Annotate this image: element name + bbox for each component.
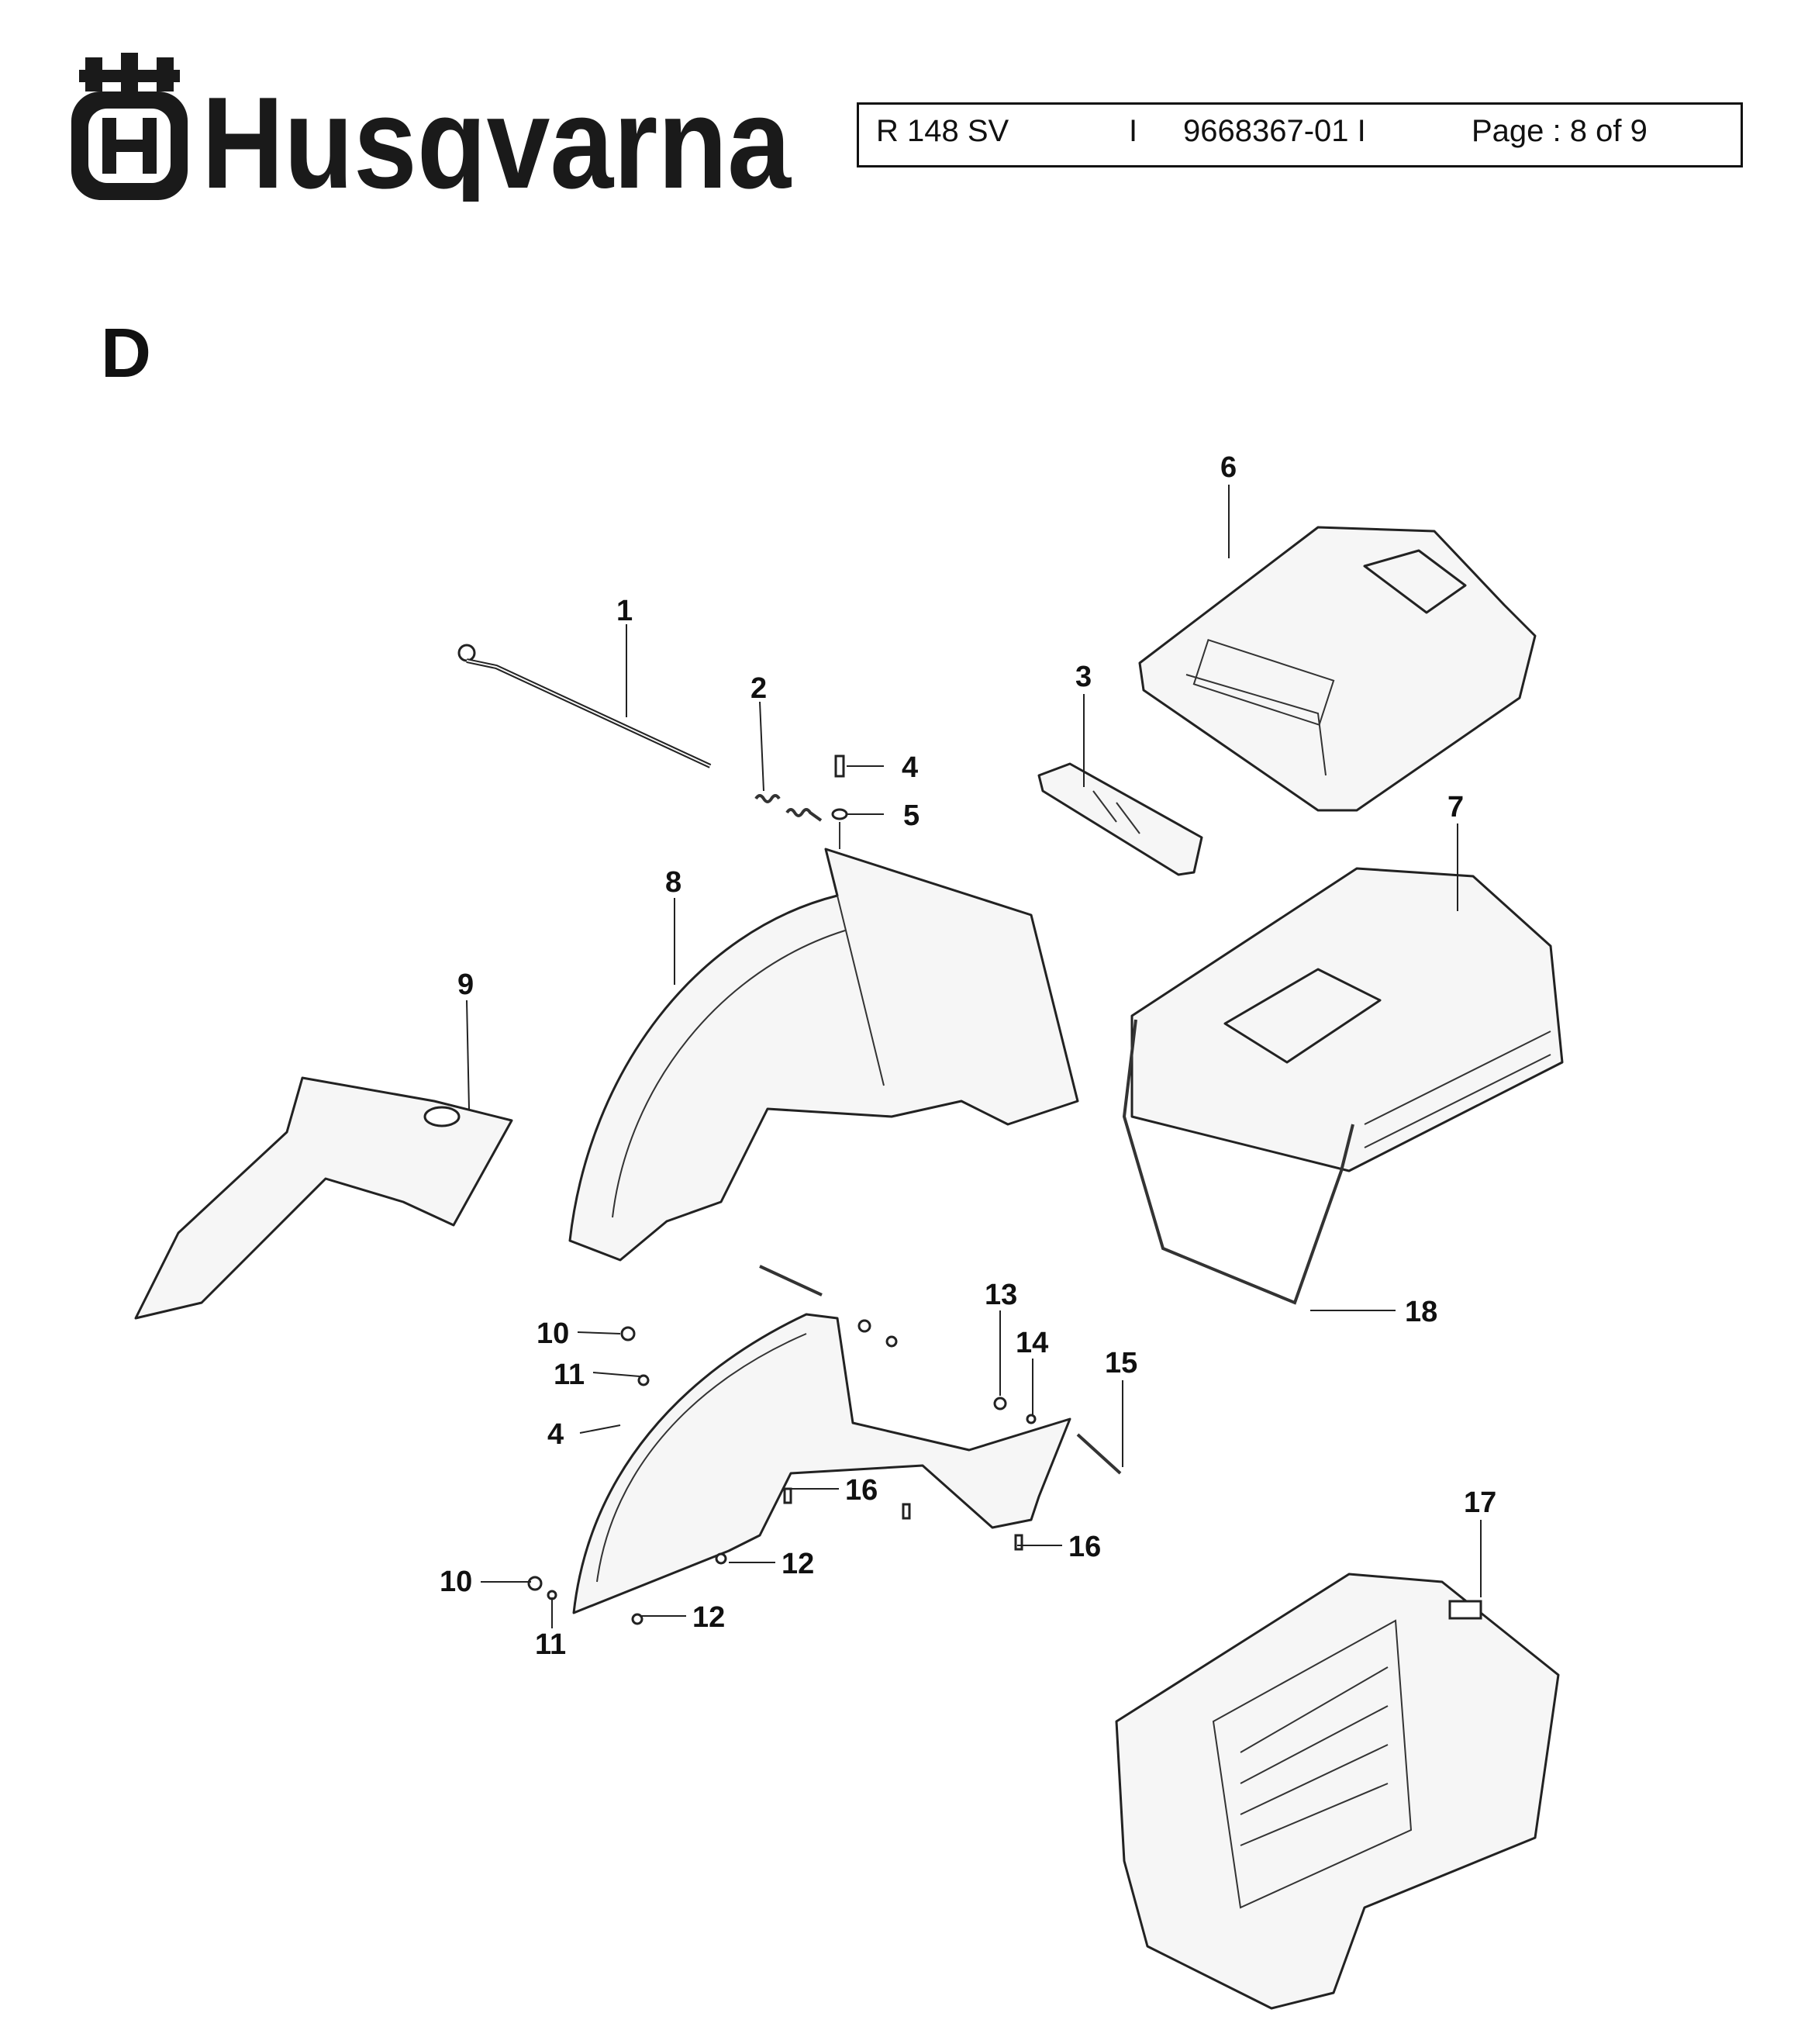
callout-11: 11 xyxy=(554,1359,585,1391)
document-header: R 148 SV I 9668367-01 I Page : 8 of 9 xyxy=(857,102,1743,167)
part-8-upper-chute xyxy=(568,848,1079,1262)
callout-10-b: 10 xyxy=(440,1566,472,1598)
callout-15: 15 xyxy=(1105,1347,1137,1379)
section-letter: D xyxy=(101,315,151,392)
callout-7: 7 xyxy=(1447,791,1464,823)
brand-wordmark: Husqvarna xyxy=(202,70,792,202)
part-7-housing xyxy=(1130,867,1564,1172)
callout-5: 5 xyxy=(903,799,920,832)
callout-2: 2 xyxy=(750,672,767,705)
callout-12: 12 xyxy=(782,1548,814,1580)
part-9-insert xyxy=(134,1076,513,1320)
separator: I xyxy=(1129,114,1138,148)
model-name: R 148 SV xyxy=(876,114,1009,148)
leader-lines xyxy=(466,485,1482,1628)
callout-16-b: 16 xyxy=(1068,1531,1101,1563)
callout-9: 9 xyxy=(457,968,474,1001)
part-18-frame xyxy=(1122,1019,1354,1305)
callout-12-b: 12 xyxy=(692,1601,725,1634)
document-number: 9668367-01 I xyxy=(1183,114,1366,148)
page-indicator: Page : 8 of 9 xyxy=(1472,114,1648,148)
crown-h-emblem-icon xyxy=(71,53,188,200)
callout-11-b: 11 xyxy=(535,1628,566,1661)
hardware-fasteners xyxy=(527,1265,1122,1625)
part-3-bar xyxy=(1037,762,1203,876)
part-2-springs xyxy=(754,794,823,822)
callout-13: 13 xyxy=(985,1279,1017,1311)
callout-labels: 1 2 3 4 5 6 7 8 9 10 11 4 13 14 15 16 16… xyxy=(440,451,1496,1661)
callout-3: 3 xyxy=(1075,661,1092,693)
callout-8: 8 xyxy=(665,866,681,899)
husqvarna-logo: Husqvarna xyxy=(71,53,792,202)
callout-16: 16 xyxy=(845,1474,878,1507)
part-17-collector-bag xyxy=(1115,1573,1560,2010)
callout-6: 6 xyxy=(1220,451,1237,484)
callout-4-lower: 4 xyxy=(547,1418,564,1451)
callout-1: 1 xyxy=(616,595,633,627)
part-4-lower-chute xyxy=(572,1313,1071,1614)
callout-18: 18 xyxy=(1405,1296,1437,1328)
callout-10: 10 xyxy=(537,1317,569,1350)
callout-4: 4 xyxy=(902,751,918,784)
callout-14: 14 xyxy=(1016,1327,1048,1359)
part-1-rod xyxy=(457,644,712,768)
part-4-5-screw-washer xyxy=(831,754,848,849)
callout-17: 17 xyxy=(1464,1486,1496,1519)
part-6-lid xyxy=(1138,526,1537,812)
